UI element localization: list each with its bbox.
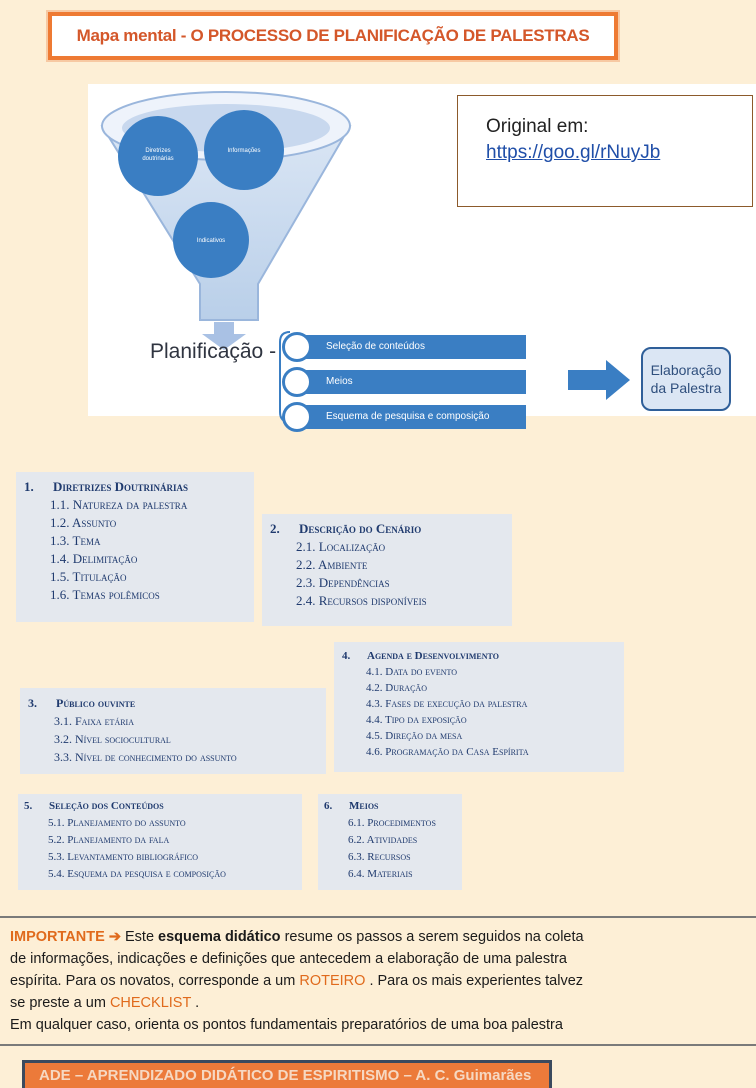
section-3-head: 3. Público ouvinte: [28, 694, 326, 712]
section-3-title: Público ouvinte: [56, 696, 136, 710]
section-1-item: 1.6. Temas polêmicos: [50, 587, 160, 602]
section-3-item: 3.3. Nível de conhecimento do assunto: [54, 750, 237, 764]
section-2-item: 2.2. Ambiente: [296, 557, 368, 572]
circle-label-informacoes: Informações: [227, 148, 260, 154]
circle-label-diretrizes-1: Diretrizes: [145, 148, 170, 154]
circle-diretrizes: [118, 116, 198, 196]
outline-section-3: 3. Público ouvinte 3.1. Faixa etária 3.2…: [20, 688, 326, 774]
important-line-4a: se preste a um: [10, 995, 110, 1011]
section-4-item: 4.3. Fases de execução da palestra: [366, 698, 528, 710]
section-1-item: 1.1. Natureza da palestra: [50, 497, 188, 512]
important-line-3b: . Para os mais experientes talvez: [369, 973, 584, 989]
section-1-item: 1.2. Assunto: [50, 515, 117, 530]
section-1-item: 1.5. Titulação: [50, 569, 127, 584]
section-4-item: 4.4. Tipo da exposição: [366, 714, 467, 726]
important-text-2: resume os passos a serem seguidos na col…: [284, 929, 584, 945]
important-line-4: se preste a um CHECKLIST .: [10, 992, 756, 1014]
section-4-item: 4.1. Data do evento: [366, 666, 458, 678]
section-2-item: 2.4. Recursos disponíveis: [296, 593, 427, 608]
section-5-item: 5.2. Planejamento da fala: [48, 834, 170, 846]
section-4-title: Agenda e Desenvolvimento: [367, 650, 499, 662]
checklist-word: CHECKLIST: [109, 995, 192, 1011]
important-bold: esquema didático: [158, 929, 281, 945]
section-5-head: 5. Seleção dos Conteúdos: [24, 798, 302, 815]
important-line-5: Em qualquer caso, orienta os pontos fund…: [10, 1017, 563, 1033]
section-4-number: 4.: [342, 650, 351, 662]
down-arrow-icon: [202, 322, 246, 350]
section-3-number: 3.: [28, 696, 37, 710]
important-line-2: de informações, indicações e definições …: [10, 951, 567, 967]
circle-informacoes: [204, 110, 284, 190]
section-2-item: 2.1. Localização: [296, 539, 386, 554]
step-bar-meios: Meios: [296, 370, 526, 394]
section-2-number: 2.: [270, 521, 280, 536]
section-4-head: 4. Agenda e Desenvolvimento: [342, 648, 624, 664]
section-3-item: 3.2. Nível sociocultural: [54, 732, 171, 746]
section-6-item: 6.3. Recursos: [348, 851, 411, 863]
step-bar-selecao: Seleção de conteúdos: [296, 335, 526, 359]
section-5-number: 5.: [24, 800, 33, 812]
section-2-title: Descrição do Cenário: [299, 521, 422, 536]
section-4-item: 4.6. Programação da Casa Espírita: [366, 746, 529, 758]
roteiro-word: ROTEIRO: [299, 973, 366, 989]
outline-section-6: 6. Meios 6.1. Procedimentos 6.2. Ativida…: [318, 794, 462, 890]
funnel-graphic: Diretrizes doutrinárias Informações Indi…: [100, 91, 352, 350]
section-6-head: 6. Meios: [324, 798, 462, 815]
outline-section-4: 4. Agenda e Desenvolvimento 4.1. Data do…: [334, 642, 624, 772]
outline-section-1: 1. Diretrizes Doutrinárias 1.1. Natureza…: [16, 472, 254, 622]
important-line-3a: espírita. Para os novatos, corresponde a…: [10, 973, 300, 989]
section-2-item: 2.3. Dependências: [296, 575, 390, 590]
important-text-1: Este: [125, 929, 159, 945]
circle-label-diretrizes-2: doutrinárias: [142, 156, 173, 162]
important-line-3: espírita. Para os novatos, corresponde a…: [10, 970, 756, 992]
step-marker-3: [282, 402, 312, 432]
section-6-item: 6.4. Materiais: [348, 868, 413, 880]
section-6-title: Meios: [349, 800, 379, 812]
section-2-head: 2. Descrição do Cenário: [270, 520, 512, 538]
source-label: Original em:: [486, 116, 589, 137]
right-arrow-icon: [568, 360, 630, 400]
planificacao-label: Planificação -: [150, 340, 277, 363]
section-1-number: 1.: [24, 479, 34, 494]
source-box: Original em: https://goo.gl/rNuyJb: [457, 95, 753, 207]
section-1-item: 1.3. Tema: [50, 533, 101, 548]
section-6-item: 6.1. Procedimentos: [348, 817, 436, 829]
circle-label-indicativos: Indicativos: [197, 238, 225, 244]
important-label: IMPORTANTE: [10, 929, 105, 945]
section-1-title: Diretrizes Doutrinárias: [53, 479, 189, 494]
section-4-item: 4.2. Duração: [366, 682, 427, 694]
page-title: Mapa mental - O PROCESSO DE PLANIFICAÇÃO…: [48, 12, 618, 60]
section-3-item: 3.1. Faixa etária: [54, 714, 134, 728]
outline-section-5: 5. Seleção dos Conteúdos 5.1. Planejamen…: [18, 794, 302, 890]
section-5-item: 5.4. Esquema da pesquisa e composição: [48, 868, 226, 880]
page-title-text: Mapa mental - O PROCESSO DE PLANIFICAÇÃO…: [76, 26, 590, 45]
footer-bar: ADE – APRENDIZADO DIDÁTICO DE ESPIRITISM…: [22, 1060, 552, 1088]
elaboracao-box: Elaboração da Palestra: [641, 347, 731, 411]
section-5-title: Seleção dos Conteúdos: [49, 800, 164, 812]
section-1-item: 1.4. Delimitação: [50, 551, 138, 566]
section-5-item: 5.3. Levantamento bibliográfico: [48, 851, 199, 863]
important-line-4b: .: [195, 995, 200, 1011]
outline-section-2: 2. Descrição do Cenário 2.1. Localização…: [262, 514, 512, 626]
section-5-item: 5.1. Planejamento do assunto: [48, 817, 186, 829]
circle-indicativos: [173, 202, 249, 278]
section-6-number: 6.: [324, 800, 333, 812]
arrow-right-icon: ➔: [108, 929, 121, 945]
step-marker-2: [282, 367, 312, 397]
important-line-1: IMPORTANTE ➔ Este esquema didático resum…: [10, 926, 756, 948]
step-marker-1: [282, 332, 312, 362]
section-4-item: 4.5. Direção da mesa: [366, 730, 463, 742]
important-note: IMPORTANTE ➔ Este esquema didático resum…: [0, 916, 756, 1046]
source-link[interactable]: https://goo.gl/rNuyJb: [486, 142, 661, 163]
section-1-head: 1. Diretrizes Doutrinárias: [24, 478, 254, 496]
section-6-item: 6.2. Atividades: [348, 834, 418, 846]
step-bar-esquema: Esquema de pesquisa e composição: [296, 405, 526, 429]
